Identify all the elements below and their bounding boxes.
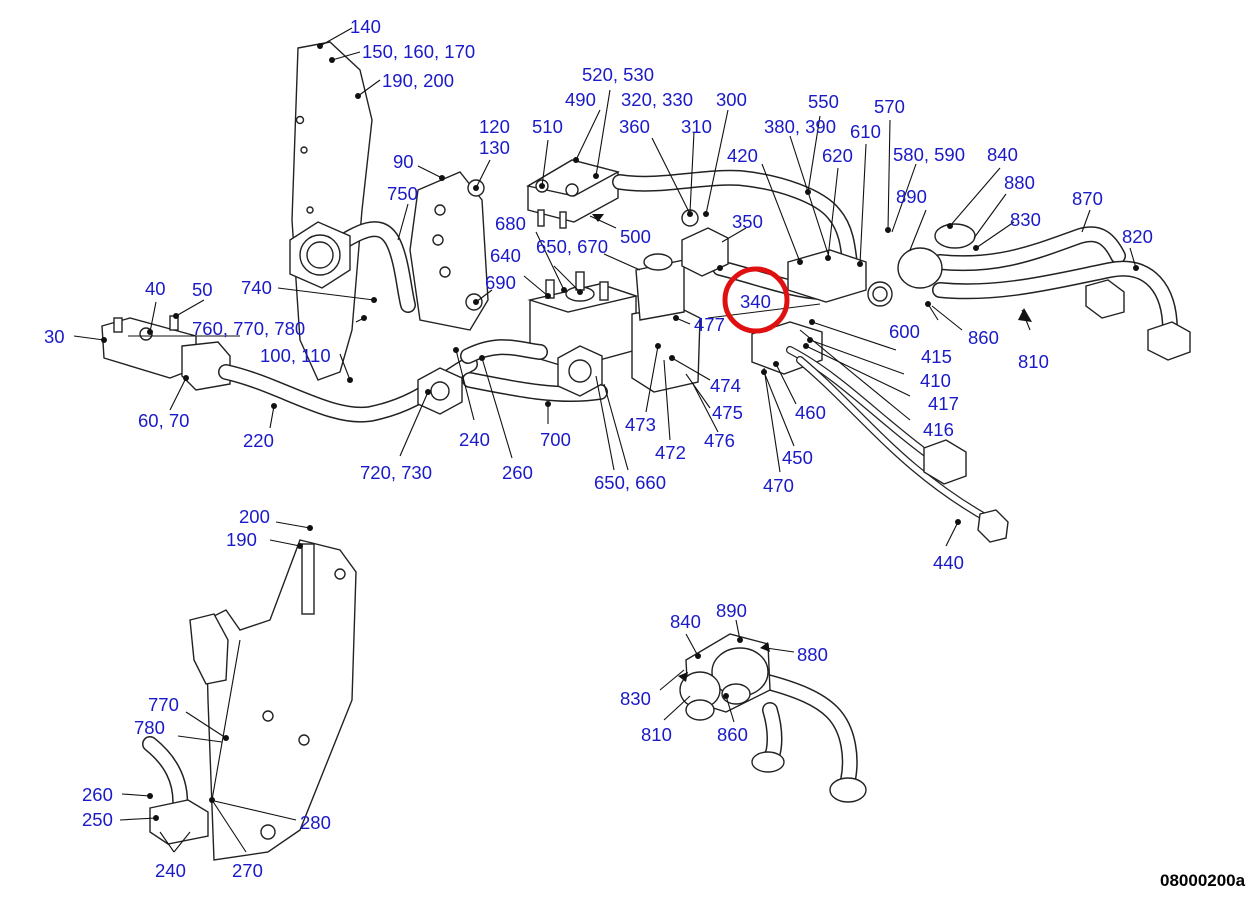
right-pipe-assembly <box>897 223 1191 361</box>
callout-label: 280 <box>300 812 331 833</box>
callout-label: 140 <box>350 16 381 37</box>
callout-label: 200 <box>239 506 270 527</box>
callout-label: 300 <box>716 89 747 110</box>
callout-label: 240 <box>155 860 186 881</box>
callout-label: 690 <box>485 272 516 293</box>
callout-label: 50 <box>192 279 213 300</box>
callout-label: 570 <box>874 96 905 117</box>
callout-label: 830 <box>620 688 651 709</box>
callout-label: 220 <box>243 430 274 451</box>
callout-label: 650, 670 <box>536 236 608 257</box>
callout-label: 610 <box>850 121 881 142</box>
callout-label: 474 <box>710 375 741 396</box>
callout-label: 510 <box>532 116 563 137</box>
callout-label: 750 <box>387 183 418 204</box>
callout-label: 60, 70 <box>138 410 189 431</box>
callout-label: 520, 530 <box>582 64 654 85</box>
callout-label: 320, 330 <box>621 89 693 110</box>
callout-label: 475 <box>712 402 743 423</box>
callout-label: 620 <box>822 145 853 166</box>
callout-label: 650, 660 <box>594 472 666 493</box>
highlight-circle <box>722 266 790 334</box>
callout-label: 477 <box>694 314 725 335</box>
central-manifold <box>527 253 701 393</box>
nut-440 <box>977 509 1009 543</box>
callout-label: 580, 590 <box>893 144 965 165</box>
callout-label: 600 <box>889 321 920 342</box>
leader-dots <box>101 43 1139 821</box>
detail-block <box>679 633 867 803</box>
callout-label: 760, 770, 780 <box>192 318 305 339</box>
callout-label: 120 <box>479 116 510 137</box>
callout-label: 360 <box>619 116 650 137</box>
detail-bracket <box>189 539 357 861</box>
mounting-plate <box>409 171 489 331</box>
callout-label: 415 <box>921 346 952 367</box>
callout-label: 870 <box>1072 188 1103 209</box>
callout-label: 500 <box>620 226 651 247</box>
callout-label: 450 <box>782 447 813 468</box>
callout-label: 90 <box>393 151 414 172</box>
callout-label: 260 <box>502 462 533 483</box>
callout-label: 130 <box>479 137 510 158</box>
callout-label: 470 <box>763 475 794 496</box>
callout-label: 350 <box>732 211 763 232</box>
callout-label: 260 <box>82 784 113 805</box>
callout-label: 416 <box>923 419 954 440</box>
callout-label: 190 <box>226 529 257 550</box>
callout-label: 770 <box>148 694 179 715</box>
callout-label: 780 <box>134 717 165 738</box>
callout-label: 460 <box>795 402 826 423</box>
detail-clamp <box>149 799 209 845</box>
callout-label: 830 <box>1010 209 1041 230</box>
callout-label: 890 <box>896 186 927 207</box>
callout-label: 190, 200 <box>382 70 454 91</box>
callout-label: 640 <box>490 245 521 266</box>
callout-label: 880 <box>1004 172 1035 193</box>
callout-label: 550 <box>808 91 839 112</box>
callout-label: 240 <box>459 429 490 450</box>
callout-label: 270 <box>232 860 263 881</box>
callout-labels: 140 150, 160, 170 190, 200 520, 530 490 … <box>44 16 1153 881</box>
nut-416 <box>923 439 967 485</box>
callout-label: 860 <box>717 724 748 745</box>
callout-label: 840 <box>987 144 1018 165</box>
callout-label: 880 <box>797 644 828 665</box>
callout-label: 490 <box>565 89 596 110</box>
drawing-reference-code: 08000200a <box>1160 871 1246 890</box>
bracket-plate <box>291 41 373 381</box>
callout-label: 810 <box>1018 351 1049 372</box>
callout-label: 440 <box>933 552 964 573</box>
callout-label: 740 <box>241 277 272 298</box>
upper-block-490 <box>526 159 620 229</box>
tube-nuts <box>417 345 603 415</box>
callout-label: 250 <box>82 809 113 830</box>
callout-label: 810 <box>641 724 672 745</box>
callout-label: 476 <box>704 430 735 451</box>
callout-label: 40 <box>145 278 166 299</box>
callout-label: 472 <box>655 442 686 463</box>
callout-label: 700 <box>540 429 571 450</box>
callout-label: 340 <box>740 291 771 312</box>
callout-label: 410 <box>920 370 951 391</box>
callout-label: 100, 110 <box>260 345 331 366</box>
callout-label: 820 <box>1122 226 1153 247</box>
callout-label: 860 <box>968 327 999 348</box>
leader-lines <box>73 27 1137 853</box>
callout-label: 417 <box>928 393 959 414</box>
callout-label: 473 <box>625 414 656 435</box>
callout-label: 30 <box>44 326 65 347</box>
callout-label: 890 <box>716 600 747 621</box>
callout-label: 680 <box>495 213 526 234</box>
callout-label: 420 <box>727 145 758 166</box>
elbow-fitting <box>289 221 416 313</box>
callout-label: 720, 730 <box>360 462 432 483</box>
pointer-arrows <box>592 214 1032 682</box>
callout-label: 840 <box>670 611 701 632</box>
callout-label: 310 <box>681 116 712 137</box>
callout-label: 150, 160, 170 <box>362 41 475 62</box>
callout-label: 380, 390 <box>764 116 836 137</box>
